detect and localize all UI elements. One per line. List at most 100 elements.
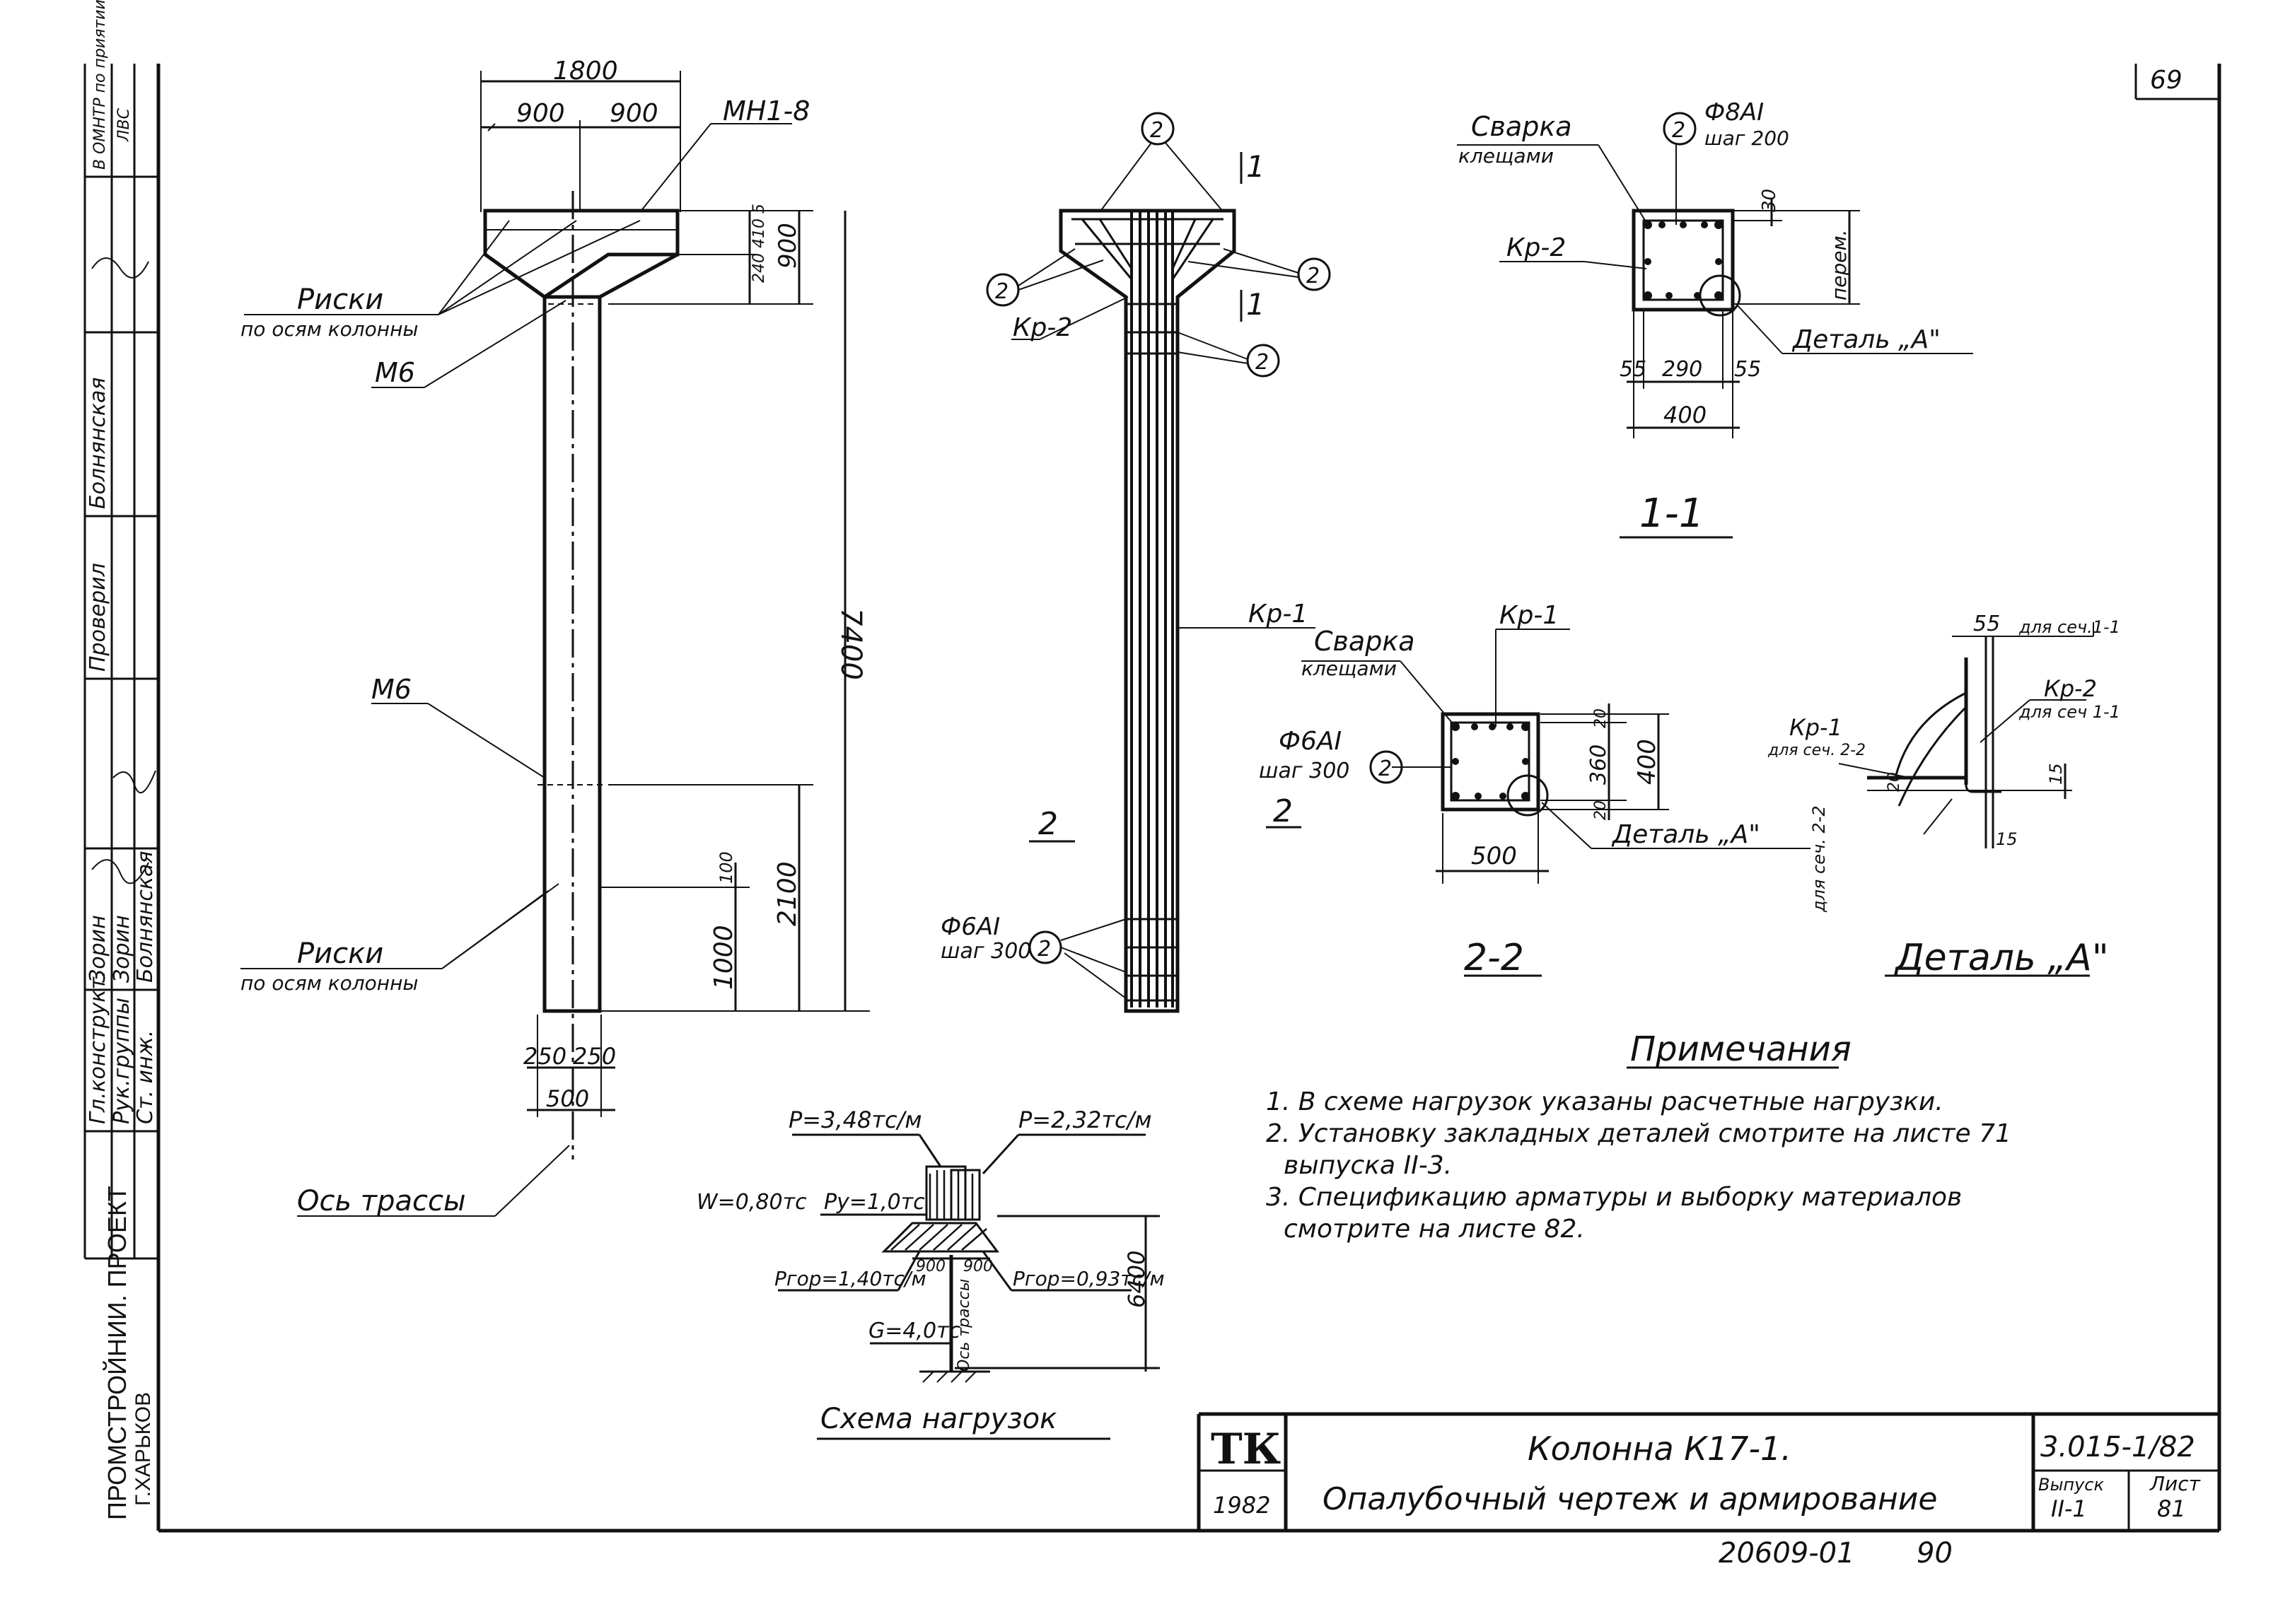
detail-for-sec11: для сеч.1-1: [2018, 617, 2120, 637]
dim-900-left: 900: [516, 99, 565, 128]
stamp-name-2: Зорин: [110, 915, 134, 983]
reinforcement-view: [986, 112, 1331, 1013]
dim-240-410-5: 240 410 5: [750, 204, 768, 283]
title-block-line2: Опалубочный чертеж и армирование: [1323, 1481, 1937, 1517]
stamp-corner-note: В ОМНТР по приятии: [91, 0, 109, 170]
detail-kp2: Кр-2: [2044, 675, 2097, 702]
dim-1800: 1800: [553, 57, 618, 86]
stamp-name-3: Болнянская: [133, 851, 158, 983]
s22-kp1: Кр-1: [1499, 601, 1559, 630]
s11-stirrup-step: шаг 200: [1704, 127, 1789, 150]
detail-kp1: Кр-1: [1789, 714, 1842, 741]
stamp-city: Г.ХАРЬКОВ: [132, 1392, 155, 1506]
load-g: G=4,0тс: [868, 1319, 961, 1343]
dim-500: 500: [546, 1085, 589, 1112]
s22-detail-a: Деталь „А": [1611, 820, 1760, 849]
column-elevation: [240, 71, 870, 1217]
dim-2100: 2100: [773, 861, 802, 926]
detail-for-sec22: для сеч. 2-2: [1809, 805, 1829, 913]
stirrup-f6-reinf: Ф6АI: [941, 913, 1000, 941]
s11-weld: Сварка: [1471, 111, 1572, 142]
s22-weld-note: клещами: [1301, 657, 1397, 680]
s22-dim-20-bottom: 20: [1592, 800, 1610, 820]
part-mn1-8: МН1-8: [723, 95, 810, 127]
label-marks-bottom-note: по осям колонны: [240, 971, 419, 995]
stamp-role-2: Рук.группы: [110, 998, 134, 1124]
notes-heading: Примечания: [1630, 1029, 1852, 1069]
s22-dim-500: 500: [1471, 842, 1517, 870]
stamp-role-1: Гл.конструкт.: [86, 971, 110, 1124]
s11-dim-55-left: 55: [1620, 357, 1646, 382]
s22-stirrup-step: шаг 300: [1259, 759, 1349, 783]
note-line-2: 2. Установку закладных деталей смотрите …: [1266, 1119, 2011, 1148]
s11-callout-2: 2: [1672, 118, 1685, 143]
title-block-year: 1982: [1213, 1492, 1270, 1519]
stamp-role-3: Ст. инж.: [133, 1030, 158, 1124]
s11-dim-30: 30: [1759, 189, 1780, 212]
detail-kp2-note: для сеч 1-1: [2018, 702, 2120, 722]
detail-a: [1838, 622, 2094, 977]
dim-900-right: 900: [610, 99, 658, 128]
stamp-corner-note-2: ЛВС: [115, 107, 133, 142]
callout-2-top: 2: [1150, 118, 1163, 143]
stamp-organization: ПРОМСТРОЙНИИ. ПРОЕКТ: [102, 1186, 132, 1520]
detail-dim-15-lower: 15: [1996, 829, 2018, 849]
view-label-2: 2: [1038, 806, 1058, 842]
callout-2-right: 2: [1306, 264, 1320, 288]
section-2-2: [1266, 629, 1811, 977]
s11-stirrup: Ф8АI: [1704, 98, 1764, 127]
section-1-1: [1457, 112, 1973, 539]
stamp-name-4: Болнянская: [86, 378, 110, 509]
load-p-right: Р=2,32тс/м: [1018, 1106, 1152, 1133]
load-py: Рy=1,0тс: [824, 1190, 925, 1215]
s11-title: 1-1: [1639, 491, 1704, 537]
load-pgor-left: Ргор=1,40тс/м: [774, 1267, 926, 1290]
s22-view-label-2: 2: [1273, 793, 1293, 829]
s22-dim-360: 360: [1586, 744, 1611, 785]
corner-sheet-number: 69: [2150, 66, 2183, 95]
note-line-1: 1. В схеме нагрузок указаны расчетные на…: [1266, 1087, 1943, 1116]
load-axis: Ось трассы: [955, 1279, 973, 1372]
section-mark-1-top: 1: [1246, 149, 1265, 184]
load-p-left: Р=3,48тс/м: [789, 1106, 922, 1133]
s22-title: 2-2: [1464, 937, 1524, 979]
label-kp2-reinf: Кр-2: [1013, 313, 1072, 342]
note-line-3: выпуска II-3.: [1284, 1151, 1452, 1180]
load-title: Схема нагрузок: [820, 1403, 1057, 1435]
detail-dim-20: 20: [1885, 772, 1903, 792]
dim-100: 100: [716, 851, 736, 884]
title-block-line1: Колонна К17-1.: [1528, 1430, 1791, 1468]
title-block-issue: II-1: [2051, 1495, 2087, 1522]
dim-1000: 1000: [709, 925, 738, 990]
load-dim-900-right: 900: [963, 1258, 993, 1275]
s11-kp2: Кр-2: [1506, 233, 1566, 262]
title-block-issue-label: Выпуск: [2038, 1475, 2105, 1495]
s22-weld: Сварка: [1314, 626, 1415, 657]
detail-title: Деталь „А": [1894, 937, 2109, 979]
callout-2-bottom: 2: [1038, 937, 1051, 962]
load-scheme: [778, 1133, 1160, 1440]
detail-kp1-note: для сеч. 2-2: [1767, 742, 1866, 759]
s22-dim-20-top: 20: [1592, 708, 1610, 728]
stamp-role-4: Проверил: [86, 563, 110, 672]
dim-900-vertical: 900: [774, 223, 802, 269]
label-kp1-reinf: Кр-1: [1248, 600, 1308, 629]
title-block-logo: ТК: [1211, 1425, 1281, 1474]
label-marks-top: Риски: [297, 284, 383, 316]
stamp-name-1: Зорин: [86, 915, 110, 983]
s11-dim-400: 400: [1663, 402, 1707, 428]
dim-250-right: 250: [573, 1043, 616, 1070]
stirrup-step-reinf: шаг 300: [941, 939, 1031, 964]
section-mark-1-bottom: 1: [1246, 287, 1265, 322]
left-stamp: [83, 64, 158, 1260]
label-m6-top: М6: [375, 357, 415, 388]
s11-weld-note: клещами: [1458, 144, 1554, 168]
title-block: [1197, 1412, 2219, 1531]
note-line-4: 3. Спецификацию арматуры и выборку матер…: [1266, 1183, 1962, 1212]
label-route-axis: Ось трассы: [297, 1185, 466, 1217]
s11-dim-55-right: 55: [1734, 357, 1761, 382]
s22-dim-400: 400: [1633, 739, 1661, 785]
detail-dim-15-upper: 15: [2046, 763, 2066, 785]
label-marks-top-note: по осям колонны: [240, 317, 419, 341]
